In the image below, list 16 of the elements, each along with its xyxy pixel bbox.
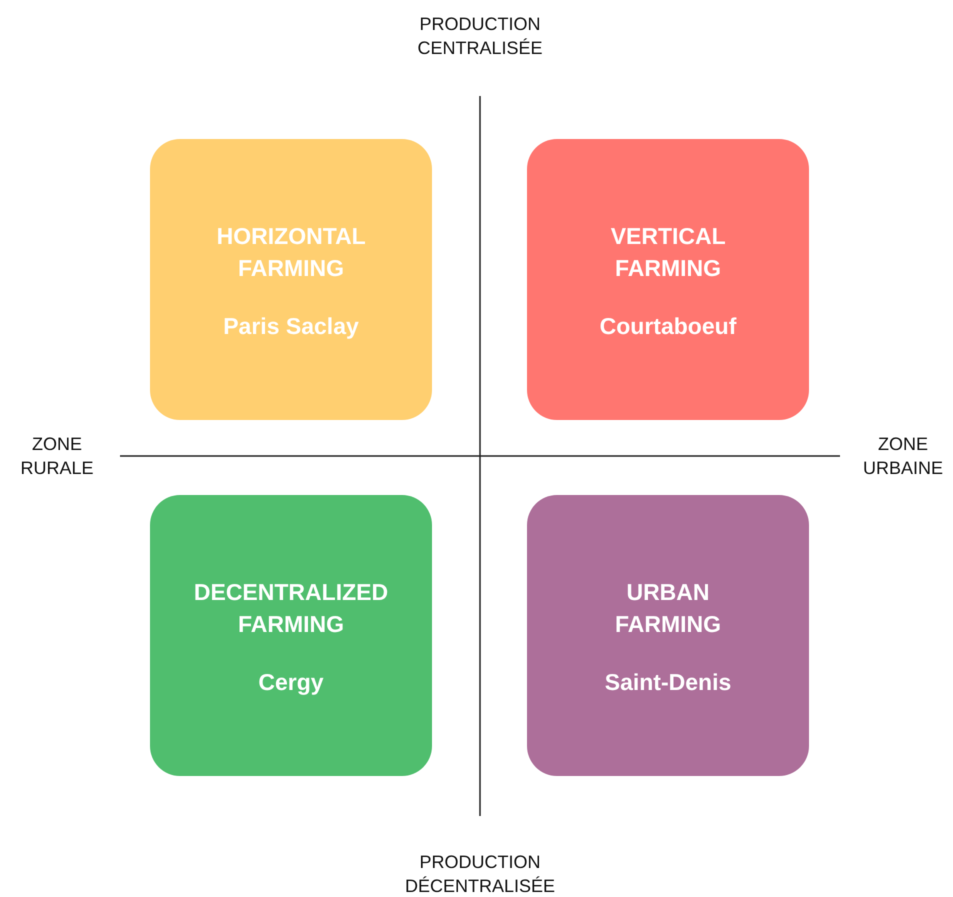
axis-label: ZONE RURALE — [19, 433, 95, 480]
quadrant-title: URBAN FARMING — [614, 578, 722, 638]
quadrant-card — [150, 139, 432, 420]
axis-label: PRODUCTION CENTRALISÉE — [416, 13, 544, 60]
quadrant-card — [527, 495, 809, 776]
location-label: Paris Saclay — [223, 312, 359, 340]
quadrant-title: DECENTRALIZED FARMING — [194, 578, 388, 638]
location-label: Courtaboeuf — [600, 312, 736, 340]
location-label: Saint-Denis — [604, 668, 732, 696]
location-label: Cergy — [258, 668, 324, 696]
axis-label: ZONE URBAINE — [862, 433, 944, 480]
quadrant-card — [527, 139, 809, 420]
quadrant-title: VERTICAL FARMING — [610, 222, 726, 282]
quadrant-card — [150, 495, 432, 776]
quadrant-title: HORIZONTAL FARMING — [216, 222, 366, 282]
axis-label: PRODUCTION DÉCENTRALISÉE — [404, 851, 556, 897]
